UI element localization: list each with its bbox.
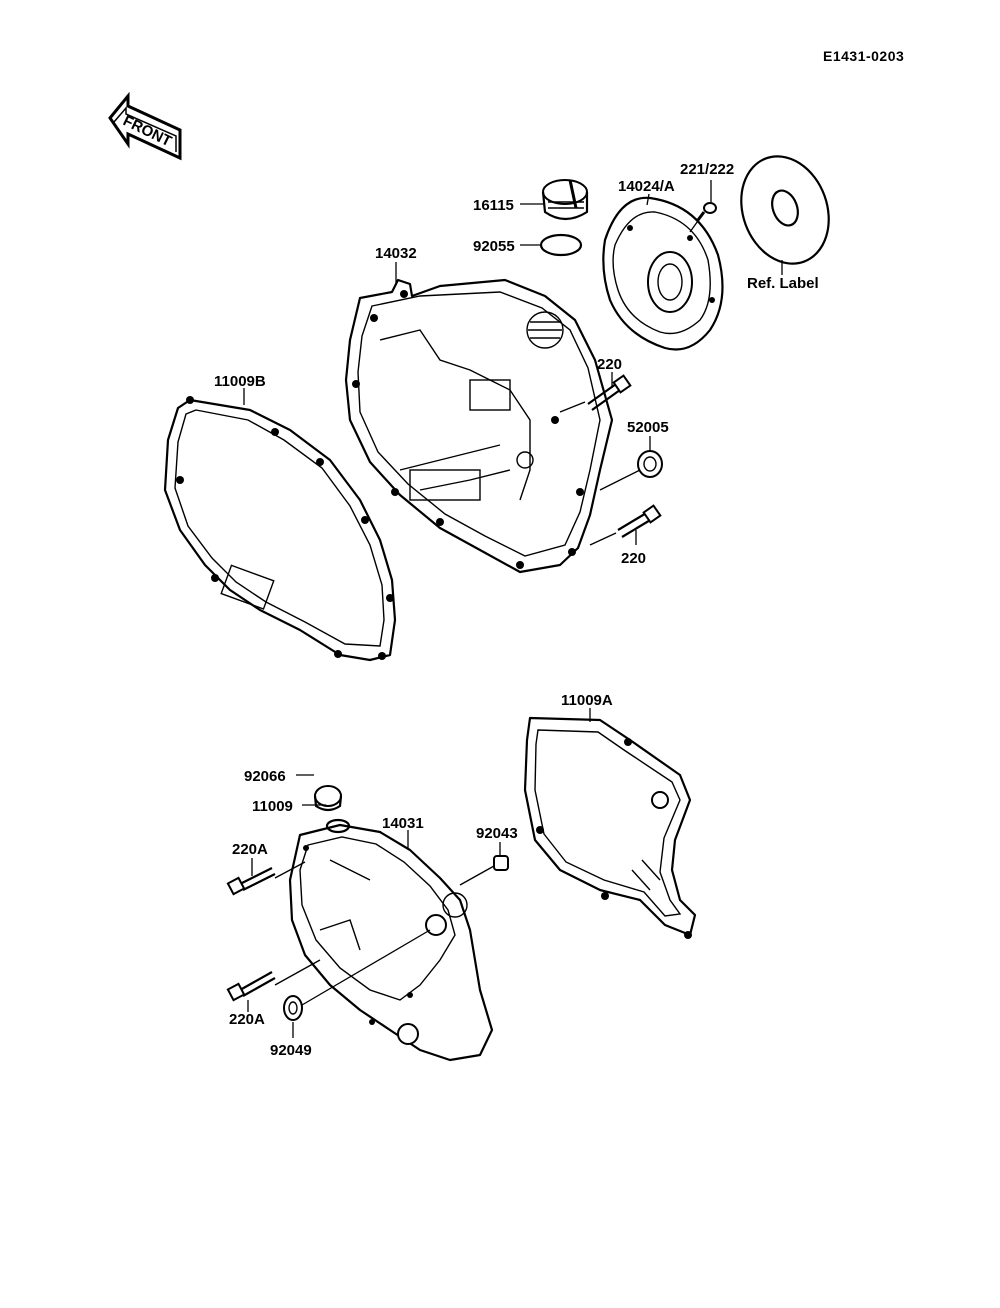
leader-lines bbox=[243, 180, 783, 1038]
pin-92043 bbox=[493, 855, 509, 871]
label-92066: 92066 bbox=[244, 768, 286, 785]
label-92049: 92049 bbox=[270, 1042, 312, 1059]
front-arrow-icon: FRONT bbox=[108, 91, 182, 161]
label-220a-bottom: 220A bbox=[229, 1011, 265, 1028]
oil-filler-cap-16115 bbox=[541, 179, 589, 221]
label-220-bottom: 220 bbox=[621, 550, 646, 567]
label-14032: 14032 bbox=[375, 245, 417, 262]
label-92055: 92055 bbox=[473, 238, 515, 255]
label-221-222: 221/222 bbox=[680, 161, 734, 178]
label-92043: 92043 bbox=[476, 825, 518, 842]
label-14031: 14031 bbox=[382, 815, 424, 832]
ref-label-disc bbox=[740, 155, 830, 265]
seal-52005 bbox=[637, 450, 663, 478]
bolt-220a-top bbox=[226, 867, 276, 896]
gasket-11009a bbox=[523, 716, 697, 939]
diagram-code: E1431-0203 bbox=[823, 48, 904, 64]
bolt-220-top bbox=[587, 374, 632, 411]
label-220a-top: 220A bbox=[232, 841, 268, 858]
label-220-top: 220 bbox=[597, 356, 622, 373]
cover-14024a bbox=[602, 196, 724, 351]
label-16115: 16115 bbox=[473, 197, 514, 214]
assembly-guide-lines bbox=[274, 217, 701, 1006]
label-52005: 52005 bbox=[627, 419, 669, 436]
bolt-220a-bottom bbox=[226, 971, 276, 1002]
screw-221-222 bbox=[696, 202, 717, 221]
seal-92049 bbox=[283, 995, 303, 1021]
washer-11009 bbox=[325, 818, 351, 834]
label-11009a: 11009A bbox=[561, 692, 613, 709]
label-11009b: 11009B bbox=[214, 373, 266, 390]
cover-14031 bbox=[288, 823, 494, 1062]
plug-92066 bbox=[313, 785, 343, 812]
clutch-cover-14032 bbox=[344, 278, 614, 574]
bolt-220-bottom bbox=[617, 504, 662, 538]
label-11009: 11009 bbox=[252, 798, 293, 815]
label-14024a: 14024/A bbox=[618, 178, 675, 195]
gasket-11009b bbox=[163, 396, 397, 662]
o-ring-92055 bbox=[539, 233, 583, 257]
label-ref-label: Ref. Label bbox=[747, 275, 819, 292]
